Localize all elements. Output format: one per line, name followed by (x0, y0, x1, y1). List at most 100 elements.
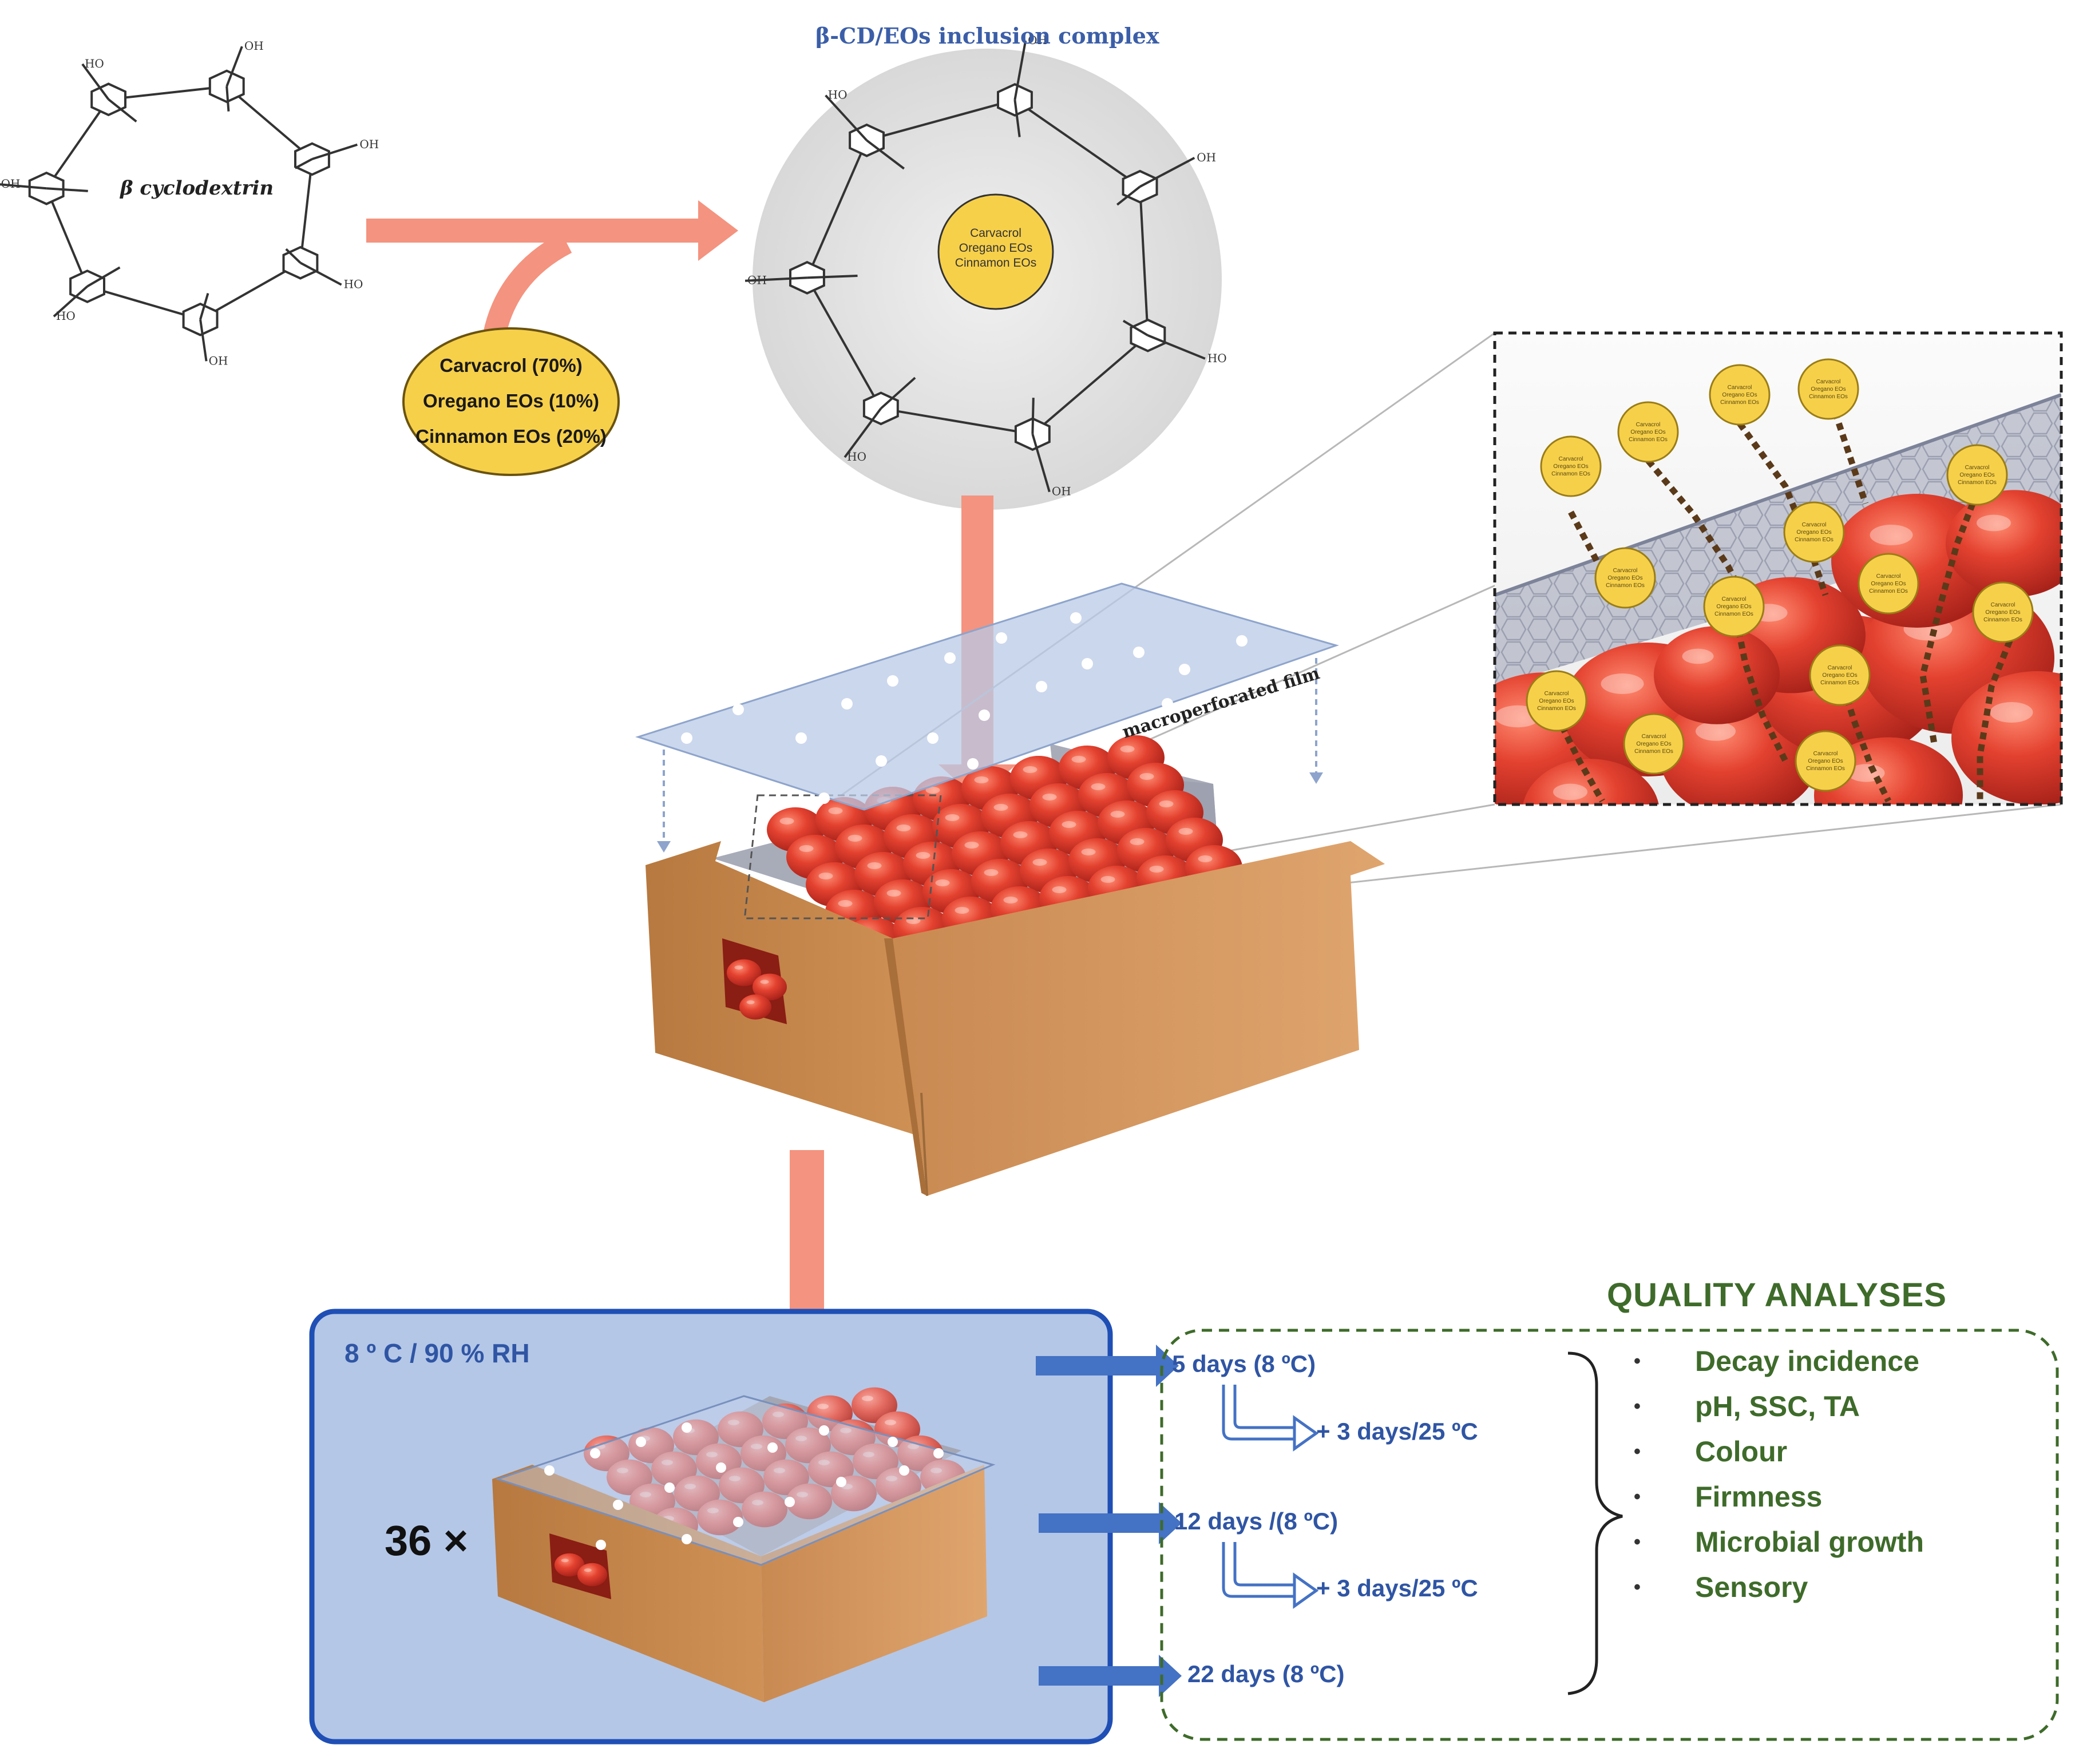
hydroxyl-label: OH (747, 273, 767, 287)
timeline-step-22-days: 22 days (8 ºC) (1187, 1660, 1345, 1687)
glycosidic-bond (108, 85, 227, 101)
tomato-highlight (746, 1000, 755, 1004)
hydroxyl-bond (1116, 185, 1141, 206)
oil-badge-text: Carvacrol (1876, 573, 1901, 580)
hydroxyl-label: HO (847, 450, 866, 463)
oil-badge-text: Oregano EOs (1607, 575, 1642, 581)
hydroxyl-label: OH (1052, 485, 1071, 498)
hydroxyl-bond (86, 266, 121, 288)
film-perforation (1162, 698, 1173, 709)
film-perforation (1016, 572, 1027, 584)
tomato-highlight (1042, 794, 1057, 800)
quality-item: •Sensory (1634, 1565, 1924, 1610)
quality-item-label: Sensory (1695, 1571, 1808, 1603)
tomato-highlight (684, 1484, 696, 1489)
glycosidic-bond (45, 98, 110, 189)
film-perforation (927, 732, 938, 744)
oil-badge-text: Oregano EOs (1553, 463, 1588, 470)
film-perforation (819, 1425, 829, 1436)
tomato-highlight (1990, 702, 2033, 723)
glycosidic-bond (866, 98, 1015, 142)
hydroxyl-bond (1139, 157, 1195, 188)
film-perforation (544, 1465, 555, 1476)
film-perforation (1070, 612, 1082, 624)
quality-item: •Microbial growth (1634, 1520, 1924, 1565)
tomato (876, 1467, 921, 1504)
encapsulation-arrow (366, 200, 738, 351)
tomato-highlight (1682, 648, 1714, 664)
hydroxyl-bond (225, 46, 243, 87)
hydroxyl-bond (825, 94, 868, 141)
hydroxyl-bond (1013, 40, 1027, 100)
hydroxyl-bond (294, 158, 313, 169)
tomato-box-small (492, 1387, 996, 1702)
tomato-highlight (752, 1500, 763, 1505)
hydroxyl-bond (745, 276, 807, 282)
film-perforation (899, 1465, 909, 1476)
oil-badge-text: Carvacrol (1728, 384, 1752, 391)
quality-analyses-title: QUALITY ANALYSES (1607, 1277, 1947, 1314)
tomato-highlight (840, 1428, 852, 1433)
film-perforation (596, 1540, 606, 1550)
film-perforation (818, 792, 830, 804)
glycosidic-bond (1014, 98, 1141, 188)
oil-badge-text: Oregano EOs (1822, 672, 1857, 679)
tomato-highlight (662, 1460, 673, 1465)
bullet-icon: • (1634, 1531, 1641, 1553)
release-path (1977, 628, 2018, 801)
tomato-highlight (964, 842, 979, 849)
tomato-highlight (817, 1404, 829, 1409)
oil-badge-text: Oregano EOs (1959, 472, 1994, 478)
film-perforation (636, 1437, 646, 1447)
oil-badge-text: Oregano EOs (1871, 581, 1906, 587)
glycosidic-bond (200, 261, 301, 321)
oil-badge-text: Oregano EOs (1808, 758, 1843, 764)
tomato-highlight (1139, 773, 1154, 780)
film-perforation (1179, 664, 1190, 675)
oil-badge-text: Cinnamon EOs (1806, 766, 1845, 772)
tomato-highlight (885, 1420, 896, 1425)
glycosidic-bond (87, 285, 201, 321)
oil-badge-text: Cinnamon EOs (1606, 582, 1645, 589)
oil-badge-text: Cinnamon EOs (1809, 394, 1848, 400)
quality-item: •Firmness (1634, 1474, 1924, 1520)
release-path (1836, 674, 1891, 803)
oil-badge-text: Cinnamon EOs (1629, 437, 1668, 443)
oil-badge-text: Cinnamon EOs (1795, 537, 1834, 543)
tomato (753, 973, 787, 1001)
macroperforated-film (635, 572, 1339, 853)
tomato-highlight (774, 1468, 785, 1473)
tomato-highlight (925, 787, 940, 794)
hydroxyl-bond (108, 98, 137, 123)
oil-badge-text: Cinnamon EOs (1958, 479, 1997, 486)
tomato-highlight (1003, 897, 1018, 903)
tomato-highlight (751, 1444, 762, 1449)
film-perforation (979, 709, 990, 721)
tomato-highlight (984, 869, 999, 876)
hydroxyl-label: HO (56, 309, 76, 323)
oil-badge-text: Oregano EOs (1539, 698, 1574, 704)
oil-badge-text: Cinnamon EOs (1869, 588, 1908, 594)
oil-badge-text: Carvacrol (1613, 568, 1638, 574)
hydroxyl-bond (844, 407, 882, 458)
tomato-highlight (1062, 821, 1076, 828)
film-perforation (710, 790, 721, 801)
film-perforation (996, 632, 1007, 644)
tomato-highlight (1091, 783, 1106, 790)
glycosidic-bond (1032, 334, 1149, 435)
hydroxyl-bond (880, 376, 916, 410)
tomato-highlight (779, 818, 794, 824)
hydroxyl-label: HO (344, 278, 363, 291)
oil-badge-text: Oregano EOs (1636, 741, 1671, 747)
tomato-highlight (945, 814, 960, 821)
tomato-highlight (1601, 673, 1644, 694)
bullet-icon: • (1634, 1396, 1641, 1417)
quality-item-label: pH, SSC, TA (1695, 1390, 1860, 1422)
hydroxyl-bond (1013, 100, 1021, 137)
tomato-highlight (916, 852, 930, 859)
